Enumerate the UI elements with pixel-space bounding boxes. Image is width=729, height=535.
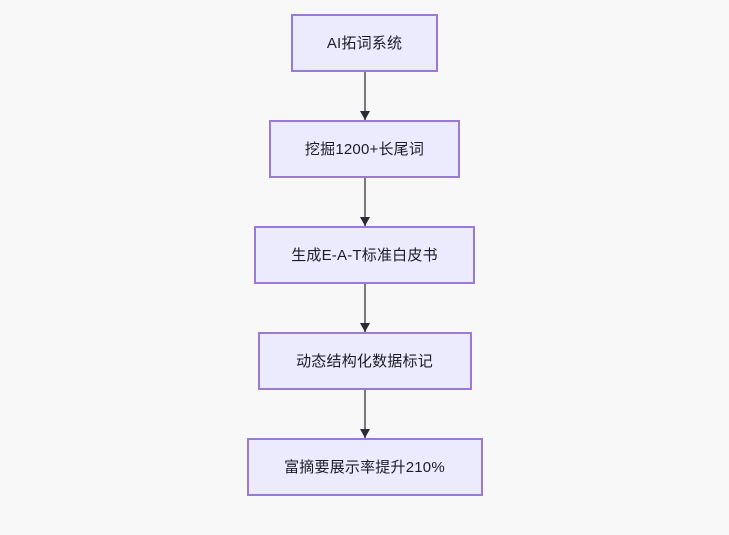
flowchart-edge-n3-n4: [359, 390, 371, 438]
flowchart-edge-n0-n1: [359, 72, 371, 120]
flowchart-node-rich-snippet-rate-increase[interactable]: 富摘要展示率提升210%: [246, 438, 483, 496]
arrow-down-icon: [359, 111, 370, 120]
node-label: 动态结构化数据标记: [296, 352, 433, 370]
node-label: 生成E-A-T标准白皮书: [291, 246, 438, 264]
edge-line: [363, 178, 366, 226]
node-label: 富摘要展示率提升210%: [284, 458, 445, 476]
flowchart-edge-n2-n3: [359, 284, 371, 332]
flowchart-edge-n1-n2: [359, 178, 371, 226]
flowchart-node-ai-keyword-system[interactable]: AI拓词系统: [291, 14, 438, 72]
arrow-down-icon: [359, 217, 370, 226]
flowchart-node-generate-eat-whitepaper[interactable]: 生成E-A-T标准白皮书: [254, 226, 475, 284]
node-label: 挖掘1200+长尾词: [304, 140, 425, 158]
flowchart-node-mine-longtail-keywords[interactable]: 挖掘1200+长尾词: [269, 120, 460, 178]
arrow-down-icon: [359, 429, 370, 438]
edge-line: [363, 284, 366, 332]
flowchart-node-dynamic-structured-data-markup[interactable]: 动态结构化数据标记: [257, 332, 472, 390]
flowchart-node-column: AI拓词系统 挖掘1200+长尾词 生成E-A-T标准白皮书 动态结构化数据标记: [246, 14, 483, 496]
edge-line: [363, 72, 366, 120]
node-label: AI拓词系统: [326, 34, 403, 52]
edge-line: [363, 390, 366, 438]
arrow-down-icon: [359, 323, 370, 332]
